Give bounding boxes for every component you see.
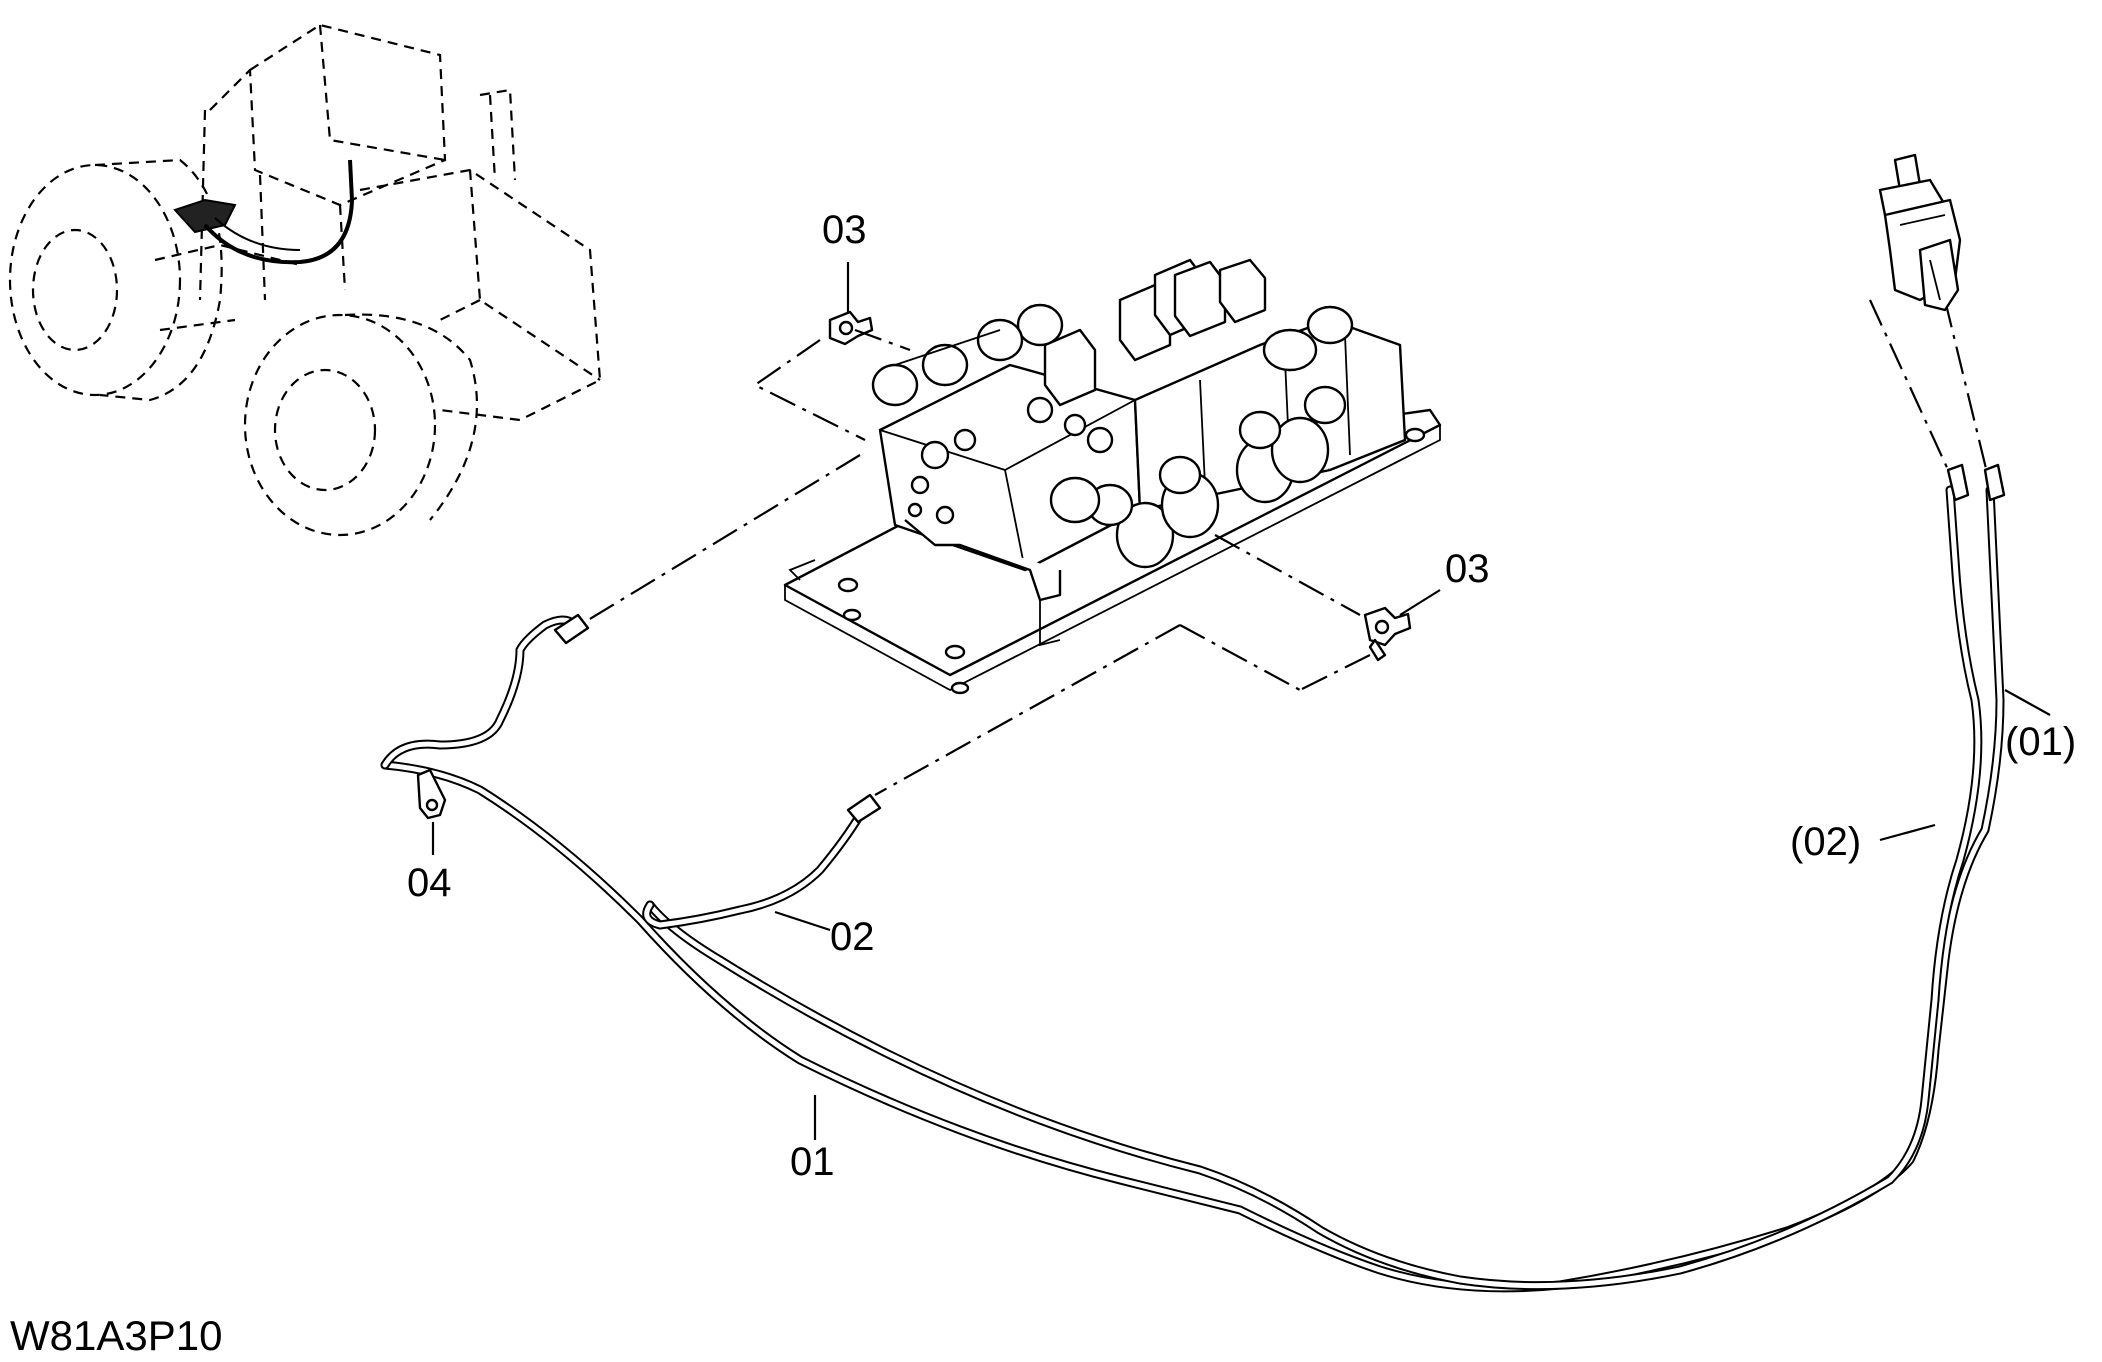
locator-highlighted-harness — [173, 159, 355, 265]
cable-clip-04 — [416, 768, 447, 820]
assembly-center-lines — [579, 299, 1992, 796]
machine-locator-view — [8, 23, 602, 537]
locator-front-wheel — [243, 313, 479, 537]
callout-04: 04 — [407, 861, 452, 905]
drawing-code: W81A3P10 — [10, 1312, 222, 1359]
locator-body — [154, 88, 602, 422]
top-solenoid-actuators — [871, 258, 1354, 407]
callout-01: 01 — [790, 1140, 835, 1184]
callout-01-reference: (01) — [2005, 720, 2076, 764]
callout-03-top: 03 — [822, 208, 867, 252]
switch-connector-assembly — [1878, 153, 2006, 502]
harness-cable-01 — [380, 485, 2005, 1293]
locator-rear-wheel — [8, 158, 223, 402]
elbow-connector-03-right — [1363, 606, 1412, 662]
callout-02-reference: (02) — [1790, 820, 1861, 864]
callout-03-right: 03 — [1445, 547, 1490, 591]
harness-cable-02 — [642, 485, 1983, 1291]
locator-cab — [198, 23, 447, 301]
leader-lines — [431, 262, 2051, 1140]
control-valve-assembly — [783, 258, 1442, 695]
solenoid-coil — [1049, 385, 1347, 569]
callout-02: 02 — [830, 915, 875, 959]
elbow-connector-03-top — [828, 310, 874, 346]
